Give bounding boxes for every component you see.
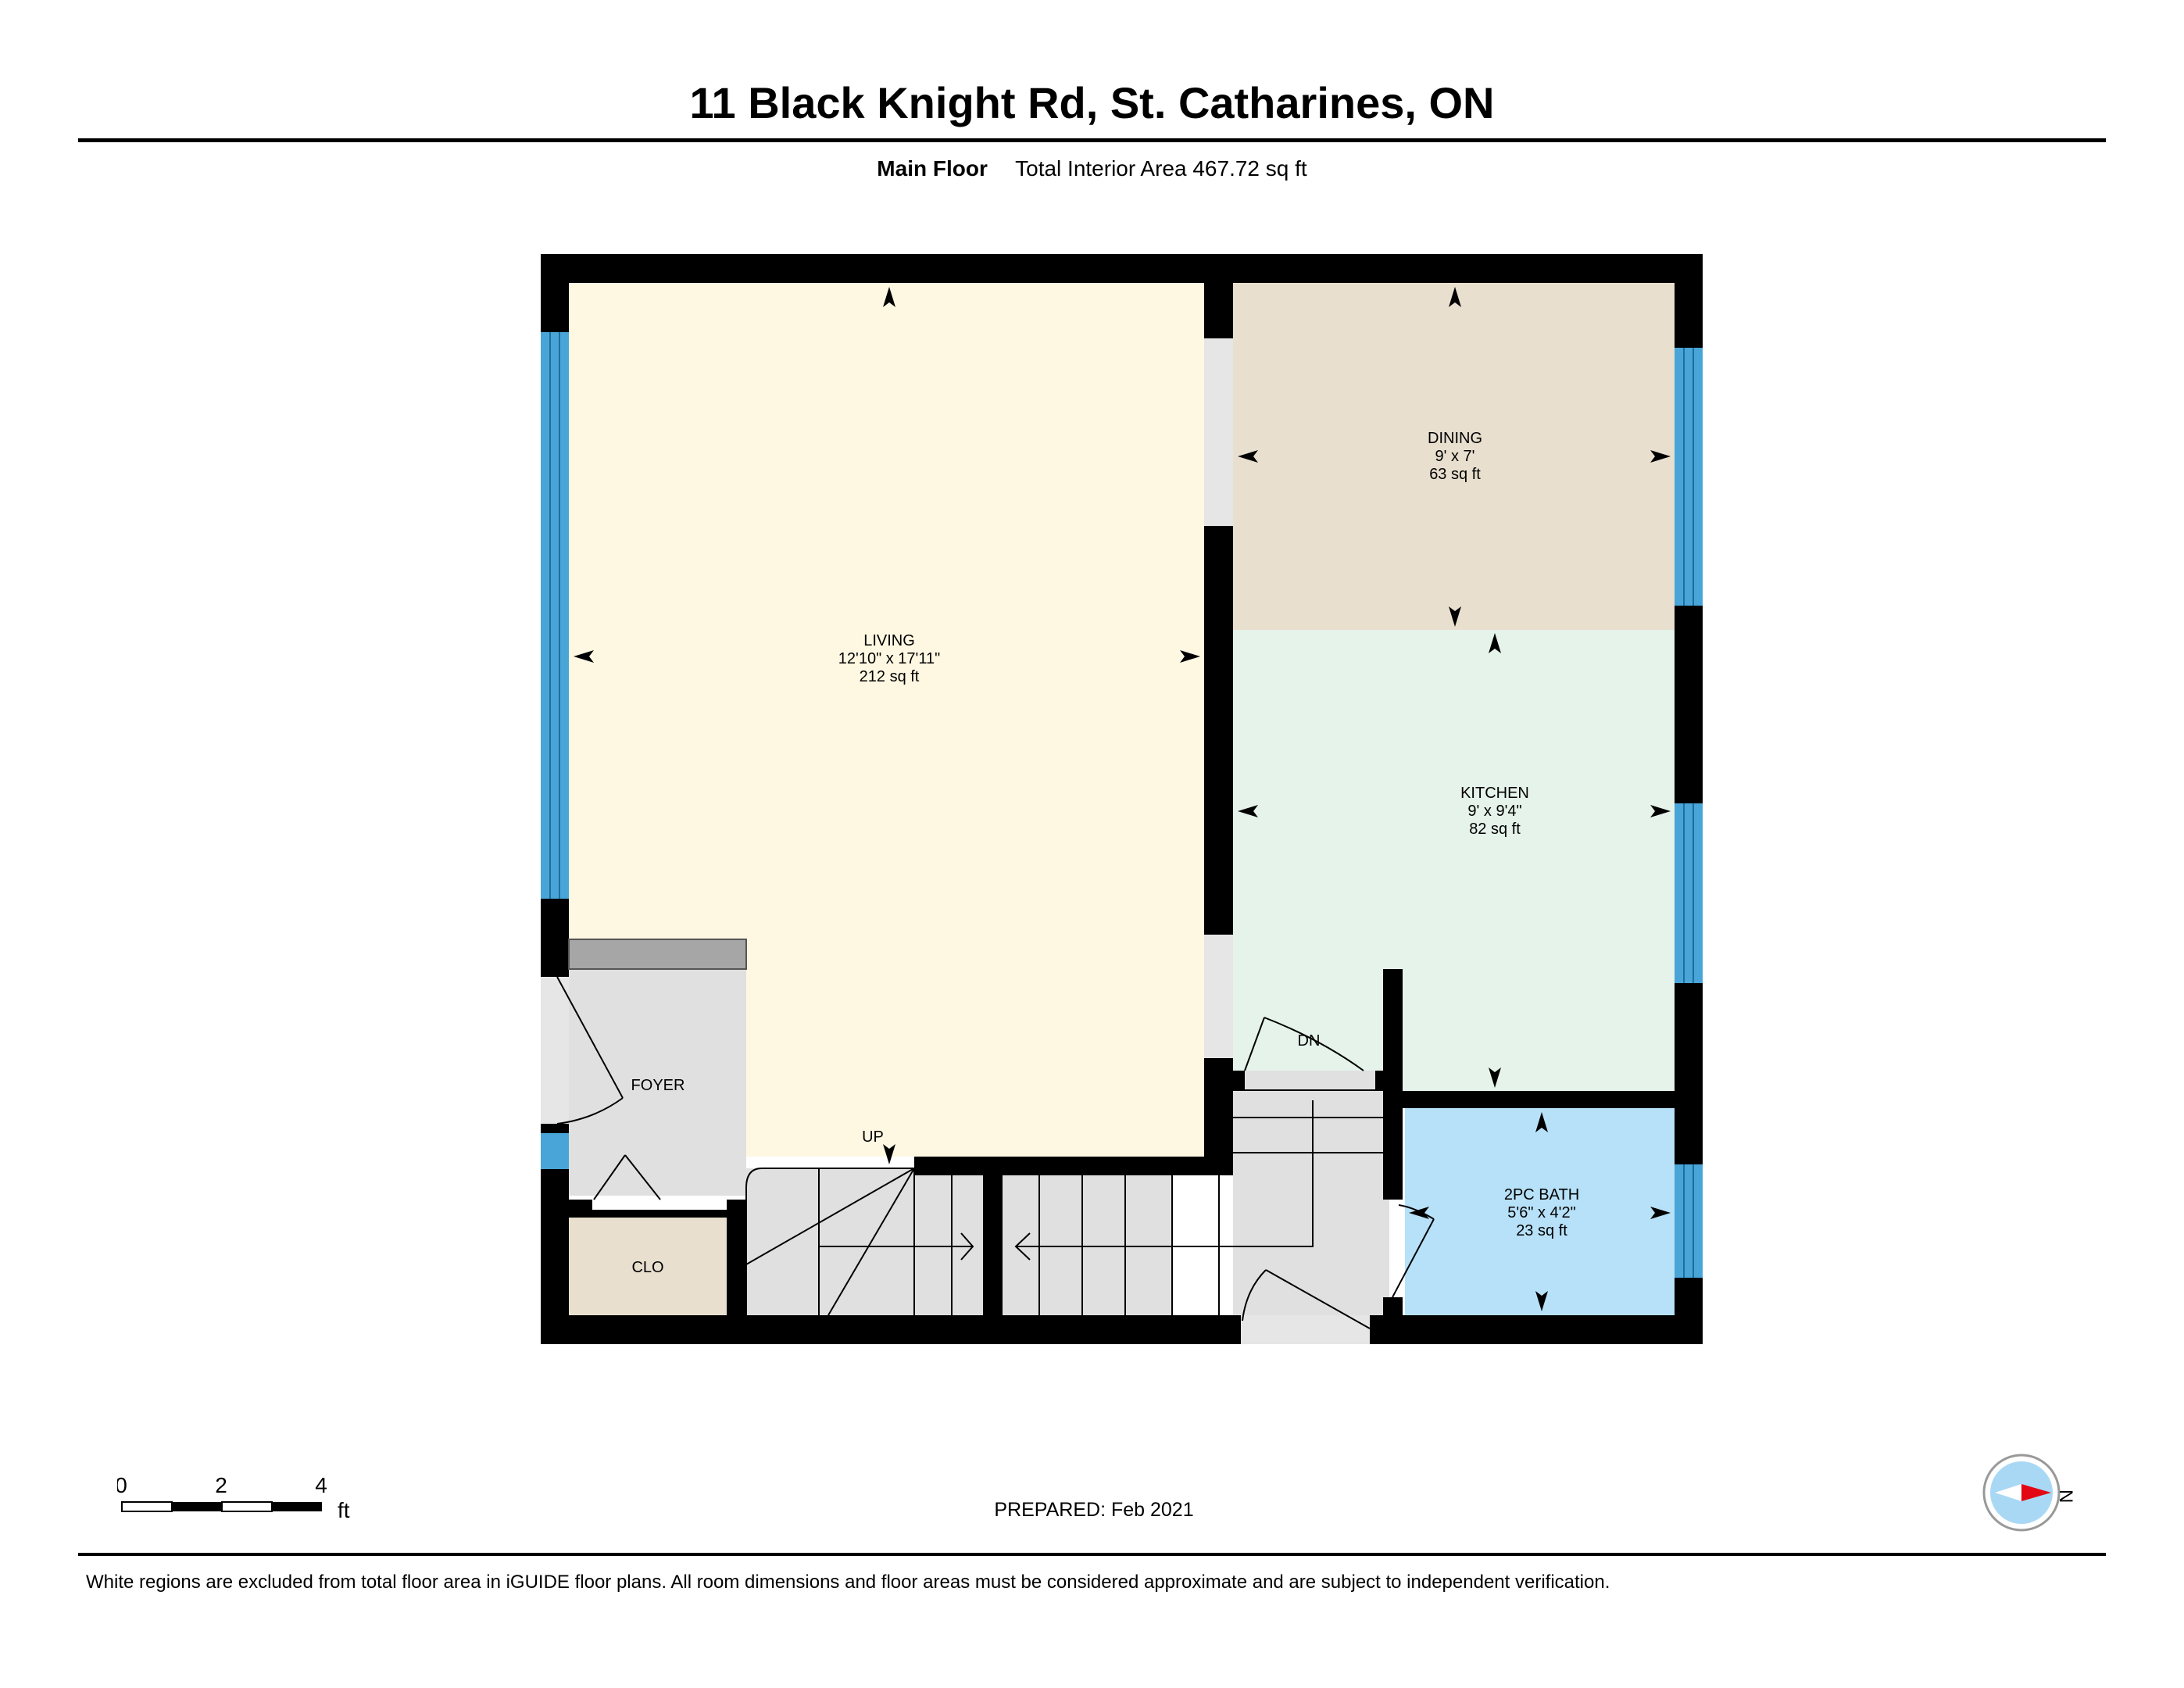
opening-living-kitchen (1204, 935, 1233, 1058)
floor-subtitle: Main Floor Total Interior Area 467.72 sq… (0, 153, 2184, 184)
scale-tick-0: 0 (117, 1473, 127, 1497)
compass-label: N (2055, 1490, 2076, 1503)
kitchen-area (1233, 630, 1675, 1091)
stair-area-left (746, 1168, 1172, 1315)
doorway-bottom (1241, 1315, 1370, 1344)
title-divider (78, 138, 2106, 142)
staircase (745, 1089, 1383, 1316)
opening-living-dining (1204, 338, 1233, 526)
window-lines (549, 332, 1694, 1278)
total-area: Total Interior Area 467.72 sq ft (1015, 156, 1307, 181)
bath-area: 23 sq ft (1516, 1222, 1567, 1239)
bath-label: 2PC BATH (1504, 1186, 1579, 1203)
kitchen-area: 82 sq ft (1469, 821, 1521, 838)
page-title: 11 Black Knight Rd, St. Catharines, ON (689, 78, 1495, 127)
living-dims: 12'10" x 17'11" (838, 650, 940, 667)
stairs-down-label: DN (1298, 1032, 1321, 1050)
dining-area: 63 sq ft (1429, 466, 1481, 483)
bath-area (1405, 1108, 1675, 1315)
stairs-up-label: UP (862, 1128, 884, 1146)
kitchen-dims: 9' x 9'4" (1467, 803, 1521, 820)
foyer-label: FOYER (631, 1077, 685, 1094)
counter (568, 939, 747, 970)
living-area: 212 sq ft (860, 668, 920, 685)
door-swings (556, 976, 1435, 1329)
closet-area (569, 1218, 727, 1315)
dining-label: DINING (1428, 430, 1482, 447)
disclaimer: White regions are excluded from total fl… (86, 1572, 1610, 1593)
scale-tick-2: 2 (215, 1473, 227, 1497)
scale-unit: ft (338, 1498, 350, 1522)
prepared-date: PREPARED: Feb 2021 (994, 1499, 1194, 1521)
floor-name: Main Floor (877, 156, 988, 181)
kitchen-label: KITCHEN (1460, 785, 1529, 802)
walls (541, 254, 1703, 1344)
compass-icon: N (1982, 1454, 2076, 1532)
scale-tick-4: 4 (315, 1473, 327, 1497)
living-label: LIVING (863, 632, 915, 649)
stair-area-right (1233, 1071, 1389, 1315)
dimension-arrows (574, 287, 1671, 1311)
dining-dims: 9' x 7' (1435, 448, 1475, 465)
footer-divider (78, 1553, 2106, 1556)
scale-bar: 0 2 4 ft (117, 1473, 350, 1522)
landing-area (1242, 1071, 1379, 1090)
windows (541, 332, 1703, 1278)
bath-dims: 5'6" x 4'2" (1507, 1204, 1575, 1221)
foyer-area (569, 967, 746, 1196)
dining-room-area (1233, 283, 1675, 631)
closet-label: CLO (631, 1259, 663, 1276)
doorway-left (541, 975, 569, 1124)
